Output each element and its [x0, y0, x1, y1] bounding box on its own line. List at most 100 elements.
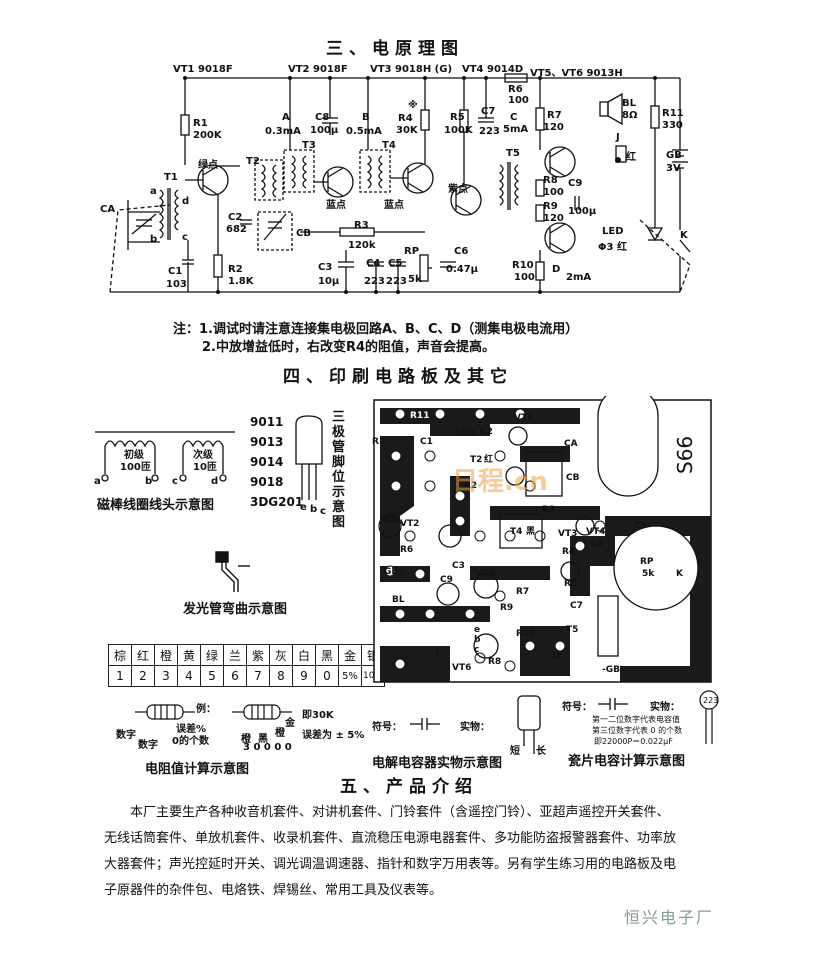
label-r4: R4: [398, 113, 413, 124]
model-9013: 9013: [250, 435, 284, 449]
coil-pin-d: d: [211, 476, 219, 487]
ceramic-caption: 瓷片电容计算示意图: [568, 754, 686, 769]
label-green-dot: 绿点: [198, 160, 218, 171]
label-coil-c: c: [182, 232, 188, 243]
intro-line: 无线话筒套件、单放机套件、收录机套件、直流稳压电源电器套件、多功能防盗报警器套件…: [104, 831, 677, 846]
color-cell: 橙: [154, 644, 178, 666]
pcb-label: CB: [566, 473, 580, 483]
ceramic-capacitor-icon: [699, 690, 719, 744]
color-cell: 金: [338, 644, 362, 666]
value-cell: 9: [292, 665, 316, 687]
value-cell: 8: [269, 665, 293, 687]
ceramic-note-1: 第一二位数字代表电容值: [592, 715, 680, 724]
electrolytic-symbol-icon: [410, 718, 440, 730]
model-3dg201: 3DG201: [250, 495, 304, 509]
value-cell: 1: [108, 665, 132, 687]
label-t2: T2: [246, 156, 260, 167]
color-cell: 黄: [177, 644, 201, 666]
watermark-logo: 日程.cn: [452, 467, 548, 497]
label-jack: J: [616, 132, 620, 143]
resistor-example-label: 例：: [196, 704, 216, 715]
coil-primary-turns: 100匝: [120, 462, 151, 473]
pin-b: b: [310, 504, 318, 515]
label-c3-value: 10μ: [318, 276, 340, 287]
label-r1-value: 200K: [193, 130, 222, 141]
value-cell: 5: [200, 665, 224, 687]
resistor-example-tolerance: 误差为 ± 5%: [302, 730, 365, 741]
transistor-body-icon: [295, 415, 323, 500]
pcb-label: D: [552, 651, 559, 661]
ceramic-note-2: 第三位数字代表 0 的个数: [592, 726, 683, 735]
pcb-label: R4: [562, 547, 575, 557]
label-rp-value: 5k: [408, 274, 422, 285]
resistor-icon-generic: [135, 704, 195, 720]
pcb-label: C3: [452, 561, 465, 571]
electro-short-lead: 短: [510, 746, 520, 757]
label-led: LED: [602, 226, 624, 237]
pcb-label: C8: [384, 515, 397, 525]
pcb-label: K: [676, 569, 684, 579]
label-r1: R1: [193, 118, 208, 129]
pcb-label: 红: [484, 453, 493, 465]
label-r2-value: 1.8K: [228, 276, 254, 287]
label-red-dot: 红: [626, 152, 636, 163]
label-vt3: VT3 9018H (G): [370, 64, 453, 75]
coil-pin-c: c: [172, 476, 178, 487]
intro-line: 本厂主要生产各种收音机套件、对讲机套件、门铃套件（含遥控门铃）、亚超声遥控开关套…: [130, 805, 670, 820]
resistor-caption: 电阻值计算示意图: [145, 762, 250, 777]
label-c9: C9: [568, 178, 583, 189]
pin-e: e: [300, 502, 307, 513]
coil-diagram: [95, 431, 235, 482]
color-cell: 兰: [223, 644, 247, 666]
label-c8-value: 100μ: [310, 125, 339, 136]
label-t4: T4: [382, 140, 396, 151]
band-orange-2: 橙: [275, 728, 285, 739]
label-c7-value: 223: [479, 126, 500, 137]
pcb-label: C2: [480, 427, 493, 437]
resistor-digit1-label: 数字: [116, 730, 136, 741]
pcb-label: R1: [372, 437, 385, 447]
pcb-label: R8: [488, 657, 501, 667]
label-r10: R10: [512, 260, 534, 271]
label-switch: K: [680, 230, 688, 241]
pcb-label: VT4: [586, 527, 605, 537]
color-cell: 紫: [246, 644, 270, 666]
pcb-label: T5: [566, 625, 578, 635]
note-1: 注：1.调试时请注意连接集电极回路A、B、C、D（测集电极电流用）: [173, 322, 579, 337]
pcb-label: R5: [564, 579, 577, 589]
label-c2-value: 682: [226, 224, 247, 235]
label-c2: C2: [228, 212, 243, 223]
label-r7: R7: [547, 110, 562, 121]
label-c6-value: 0.47μ: [446, 264, 479, 275]
circuit-schematic: [109, 73, 691, 294]
value-cell: 2: [131, 665, 155, 687]
schematic-title: 三、电原理图: [326, 39, 464, 59]
model-9014: 9014: [250, 455, 284, 469]
ceramic-note-3: 即22000P＝0.022μF: [594, 737, 673, 746]
label-r6-value: 100: [508, 95, 529, 106]
test-point-b-current: 0.5mA: [346, 126, 382, 137]
label-t5: T5: [506, 148, 520, 159]
coil-secondary-label: 次级: [193, 450, 213, 461]
pcb-label: b: [474, 635, 481, 645]
label-c1-value: 103: [166, 279, 187, 290]
pcb-label: c: [474, 645, 479, 655]
led-bend-icon: [215, 551, 250, 592]
label-vt2: VT2 9018F: [288, 64, 348, 75]
pcb-label: GB+: [384, 567, 406, 577]
value-row: 1 2 3 4 5 6 7 8 9 0 5% 10%: [108, 665, 385, 687]
label-c8: C8: [315, 112, 330, 123]
product-intro-title: 五、产品介绍: [340, 777, 478, 797]
label-rp: RP: [404, 246, 420, 257]
note-2: 2.中放增益低时，右改变R4的阻值，声音会提高。: [202, 340, 496, 355]
model-9018: 9018: [250, 475, 284, 489]
label-c3: C3: [318, 262, 333, 273]
label-battery-value: 3V: [666, 163, 681, 174]
pcb-label: T4: [510, 527, 522, 537]
pcb-label: R11: [410, 411, 429, 421]
coil-pin-a: a: [94, 476, 101, 487]
label-r5-value: 100K: [444, 125, 473, 136]
pcb-label: CA: [564, 439, 578, 449]
pcb-label: -GB: [602, 665, 620, 675]
value-cell: 3: [154, 665, 178, 687]
